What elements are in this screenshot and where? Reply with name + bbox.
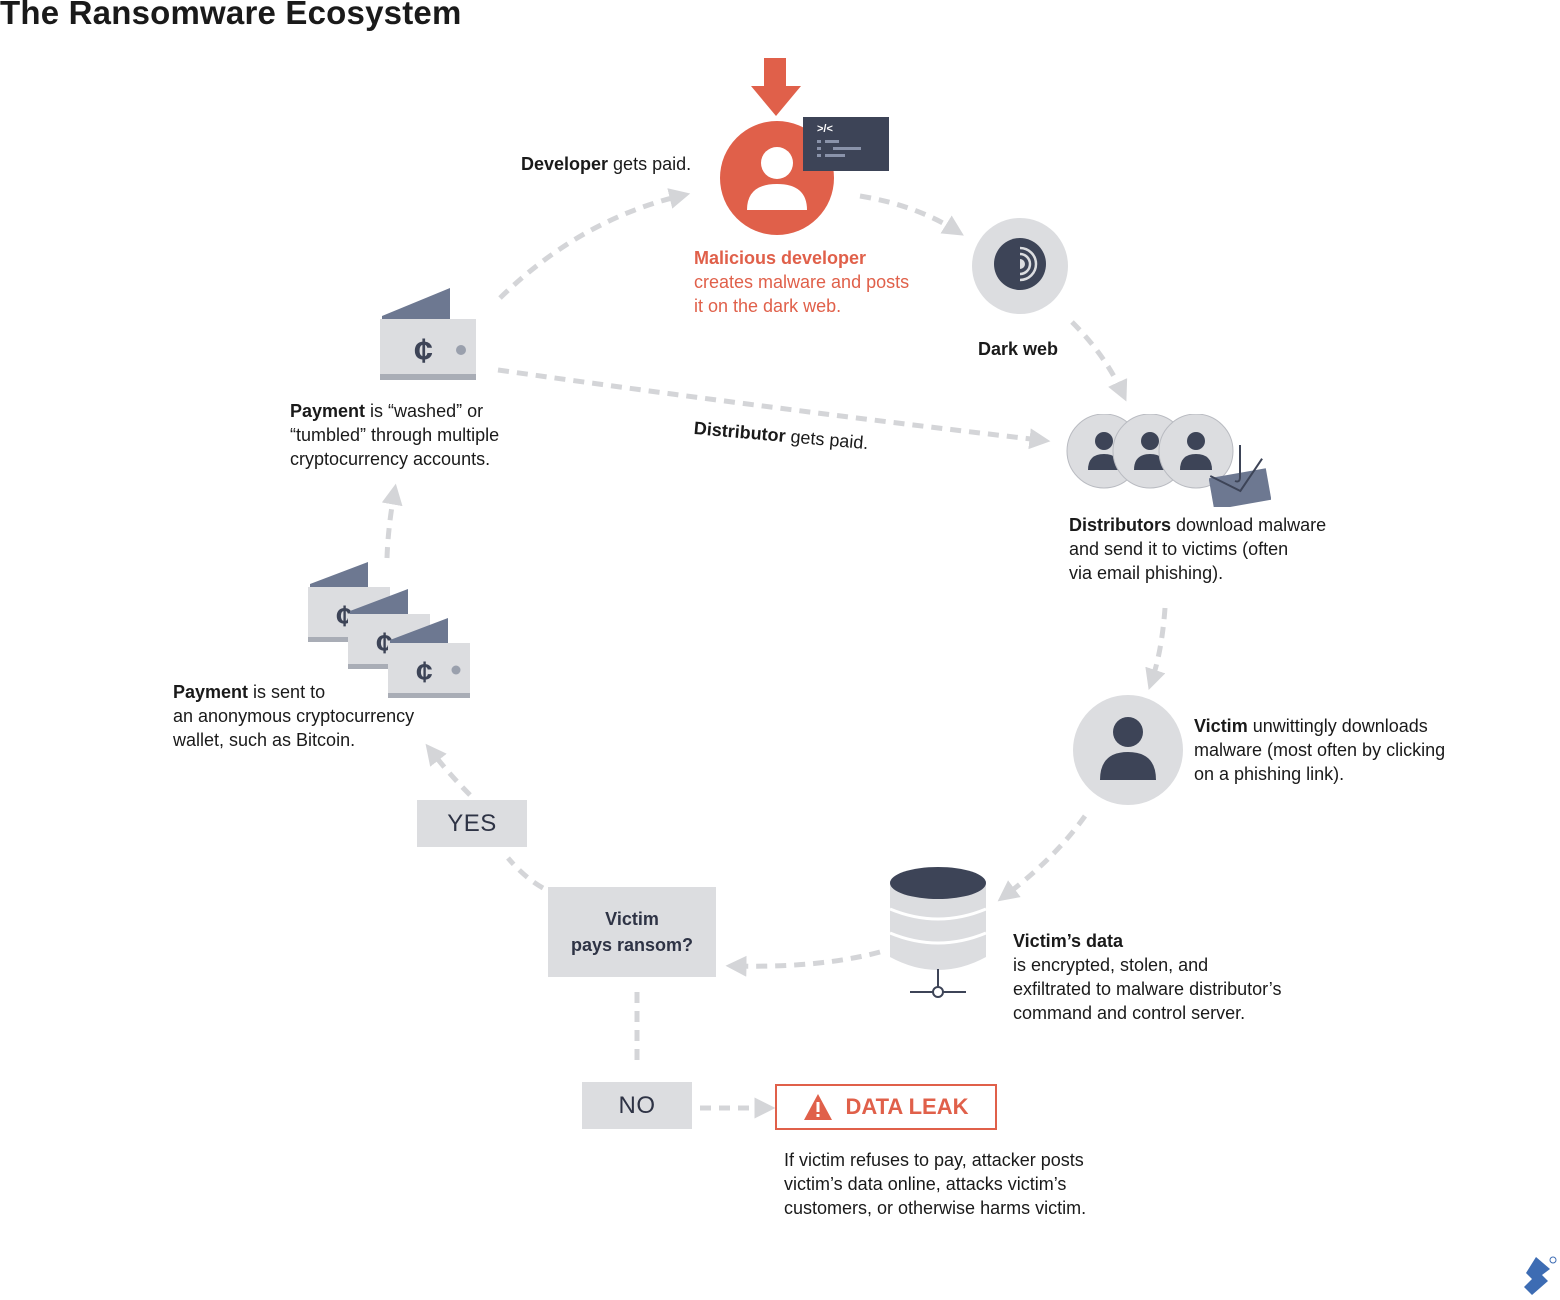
washed-text: Payment is “washed” or “tumbled” through… bbox=[290, 401, 500, 469]
payment-sent-text: Payment is sent to an anonymous cryptocu… bbox=[173, 682, 415, 750]
victim-data-text: Victim’s data is encrypted, stolen, and … bbox=[1013, 931, 1282, 1023]
darkweb-label: Dark web bbox=[978, 339, 1059, 359]
wallet-icon: ¢ bbox=[380, 288, 476, 380]
arrow-darkweb-to-distributors bbox=[1070, 320, 1128, 402]
decision-box: Victim pays ransom? bbox=[548, 887, 716, 977]
yes-box: YES bbox=[417, 800, 527, 847]
page-title: The Ransomware Ecosystem bbox=[0, 0, 462, 31]
arrow-data-to-decision bbox=[725, 949, 881, 977]
victim-person-icon bbox=[1073, 695, 1183, 805]
svg-text:¢: ¢ bbox=[414, 332, 433, 370]
arrow-distributors-to-victim bbox=[1145, 607, 1168, 690]
arrow-washed-to-developer bbox=[498, 188, 691, 300]
tor-onion-icon bbox=[972, 218, 1068, 314]
brand-logo-icon bbox=[1524, 1256, 1557, 1295]
distributors-text: Distributors download malware and send i… bbox=[1069, 515, 1327, 583]
data-leak-text: If victim refuses to pay, attacker posts… bbox=[784, 1150, 1087, 1218]
multiple-wallets-icon: ¢ ¢ ¢ bbox=[308, 562, 470, 698]
developer-node-text: Malicious developer creates malware and … bbox=[694, 248, 910, 316]
wallet-icon: ¢ bbox=[388, 618, 470, 698]
distributor-people-icon bbox=[1066, 414, 1234, 489]
arrow-victim-to-data bbox=[997, 814, 1088, 902]
terminal-prompt: >/< bbox=[817, 123, 833, 135]
victim-text: Victim unwittingly downloads malware (mo… bbox=[1194, 716, 1446, 784]
down-arrow-icon bbox=[751, 58, 801, 116]
terminal-icon: >/< bbox=[803, 117, 889, 171]
svg-text:¢: ¢ bbox=[416, 656, 433, 689]
developer-paid-label: Developer gets paid. bbox=[521, 154, 692, 174]
no-box: NO bbox=[582, 1082, 692, 1129]
data-leak-box: DATA LEAK bbox=[775, 1084, 997, 1130]
arrow-developer-to-darkweb bbox=[859, 193, 964, 236]
arrow-yes-to-wallet bbox=[425, 743, 472, 797]
data-leak-label: DATA LEAK bbox=[845, 1094, 969, 1119]
warning-icon bbox=[804, 1094, 833, 1120]
database-server-icon bbox=[889, 867, 987, 998]
arrow-washed-to-distributors bbox=[497, 367, 1051, 450]
arrow-decision-to-yes bbox=[506, 856, 545, 891]
phishing-envelope-icon bbox=[1209, 445, 1271, 507]
arrow-wallets-to-washed bbox=[381, 483, 403, 559]
